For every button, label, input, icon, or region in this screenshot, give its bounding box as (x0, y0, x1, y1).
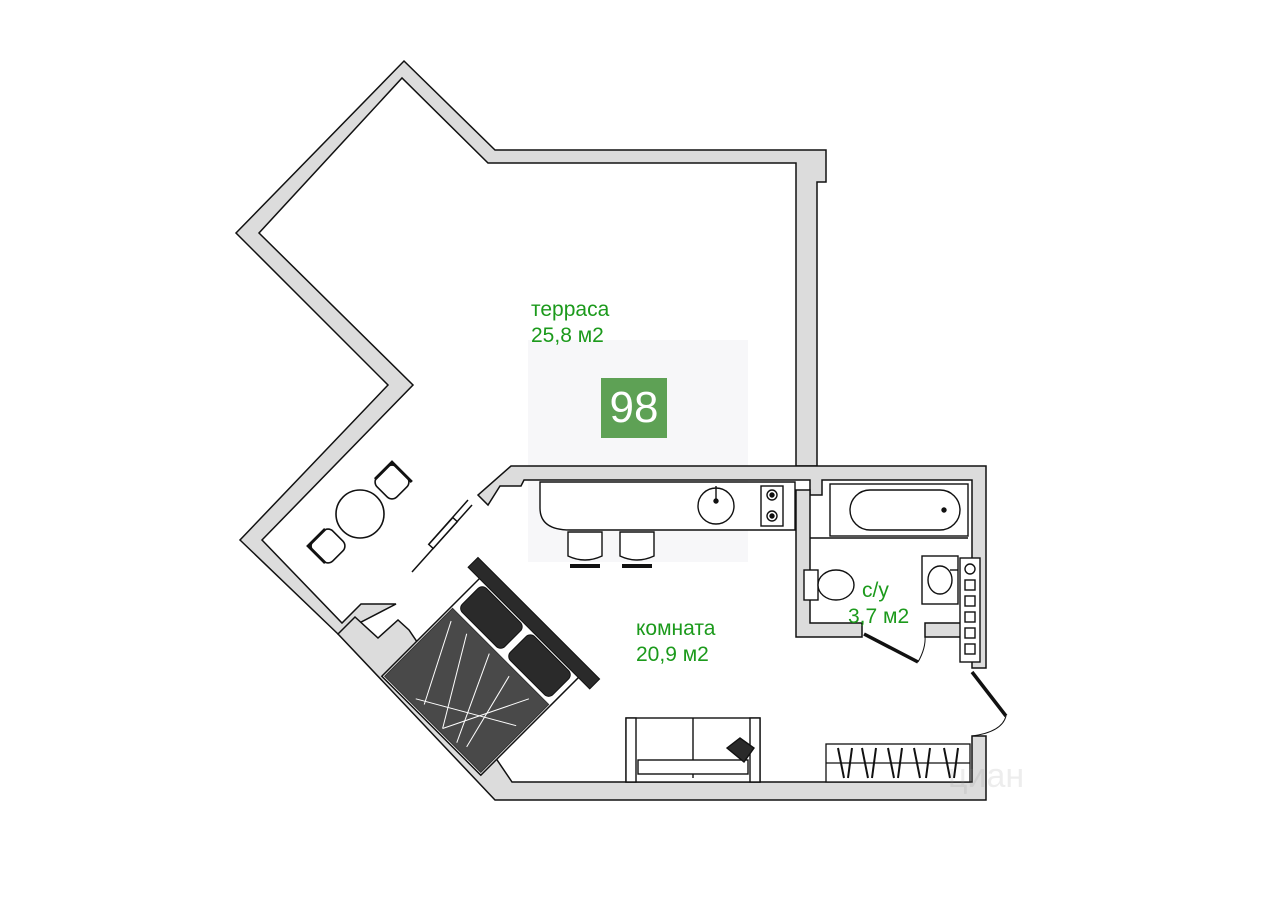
terrace-furniture (306, 460, 413, 565)
door-icon (863, 632, 926, 664)
radiator-icon (959, 557, 981, 663)
bathtub-icon (829, 483, 969, 537)
terrace-label: терраса 25,8 м2 (531, 297, 609, 349)
bathroom-label: с/у 3,7 м2 (848, 578, 909, 630)
sink-icon (697, 486, 735, 525)
sofa-icon (625, 717, 761, 783)
room-label: комната 20,9 м2 (636, 616, 715, 668)
sliding-door-icon (411, 499, 473, 573)
kitchen-counter-icon (539, 481, 796, 531)
washbasin-icon (921, 555, 959, 605)
chair-icon (373, 460, 413, 500)
room-name: комната (636, 617, 716, 640)
double-bed-icon (380, 556, 601, 777)
watermark: циан (948, 757, 1025, 795)
door-icon (970, 670, 1008, 737)
terrace-area: 25,8 м2 (531, 324, 604, 347)
bathroom-name: с/у (862, 579, 889, 602)
bar-stool-icon (619, 531, 655, 568)
chair-icon (306, 527, 346, 565)
terrace-wall (234, 59, 827, 635)
bathroom-area: 3,7 м2 (848, 605, 910, 628)
bathroom-fixtures (803, 483, 981, 663)
outer-walls (234, 59, 987, 801)
toilet-icon (803, 569, 855, 601)
terrace-name: терраса (531, 298, 610, 321)
room-area: 20,9 м2 (636, 643, 709, 666)
bar-stool-icon (567, 531, 603, 568)
stove-icon (760, 485, 784, 527)
wardrobe-icon (825, 743, 971, 783)
unit-number-badge: 98 (601, 378, 667, 438)
kitchen (539, 481, 796, 568)
round-table-icon (335, 489, 385, 539)
